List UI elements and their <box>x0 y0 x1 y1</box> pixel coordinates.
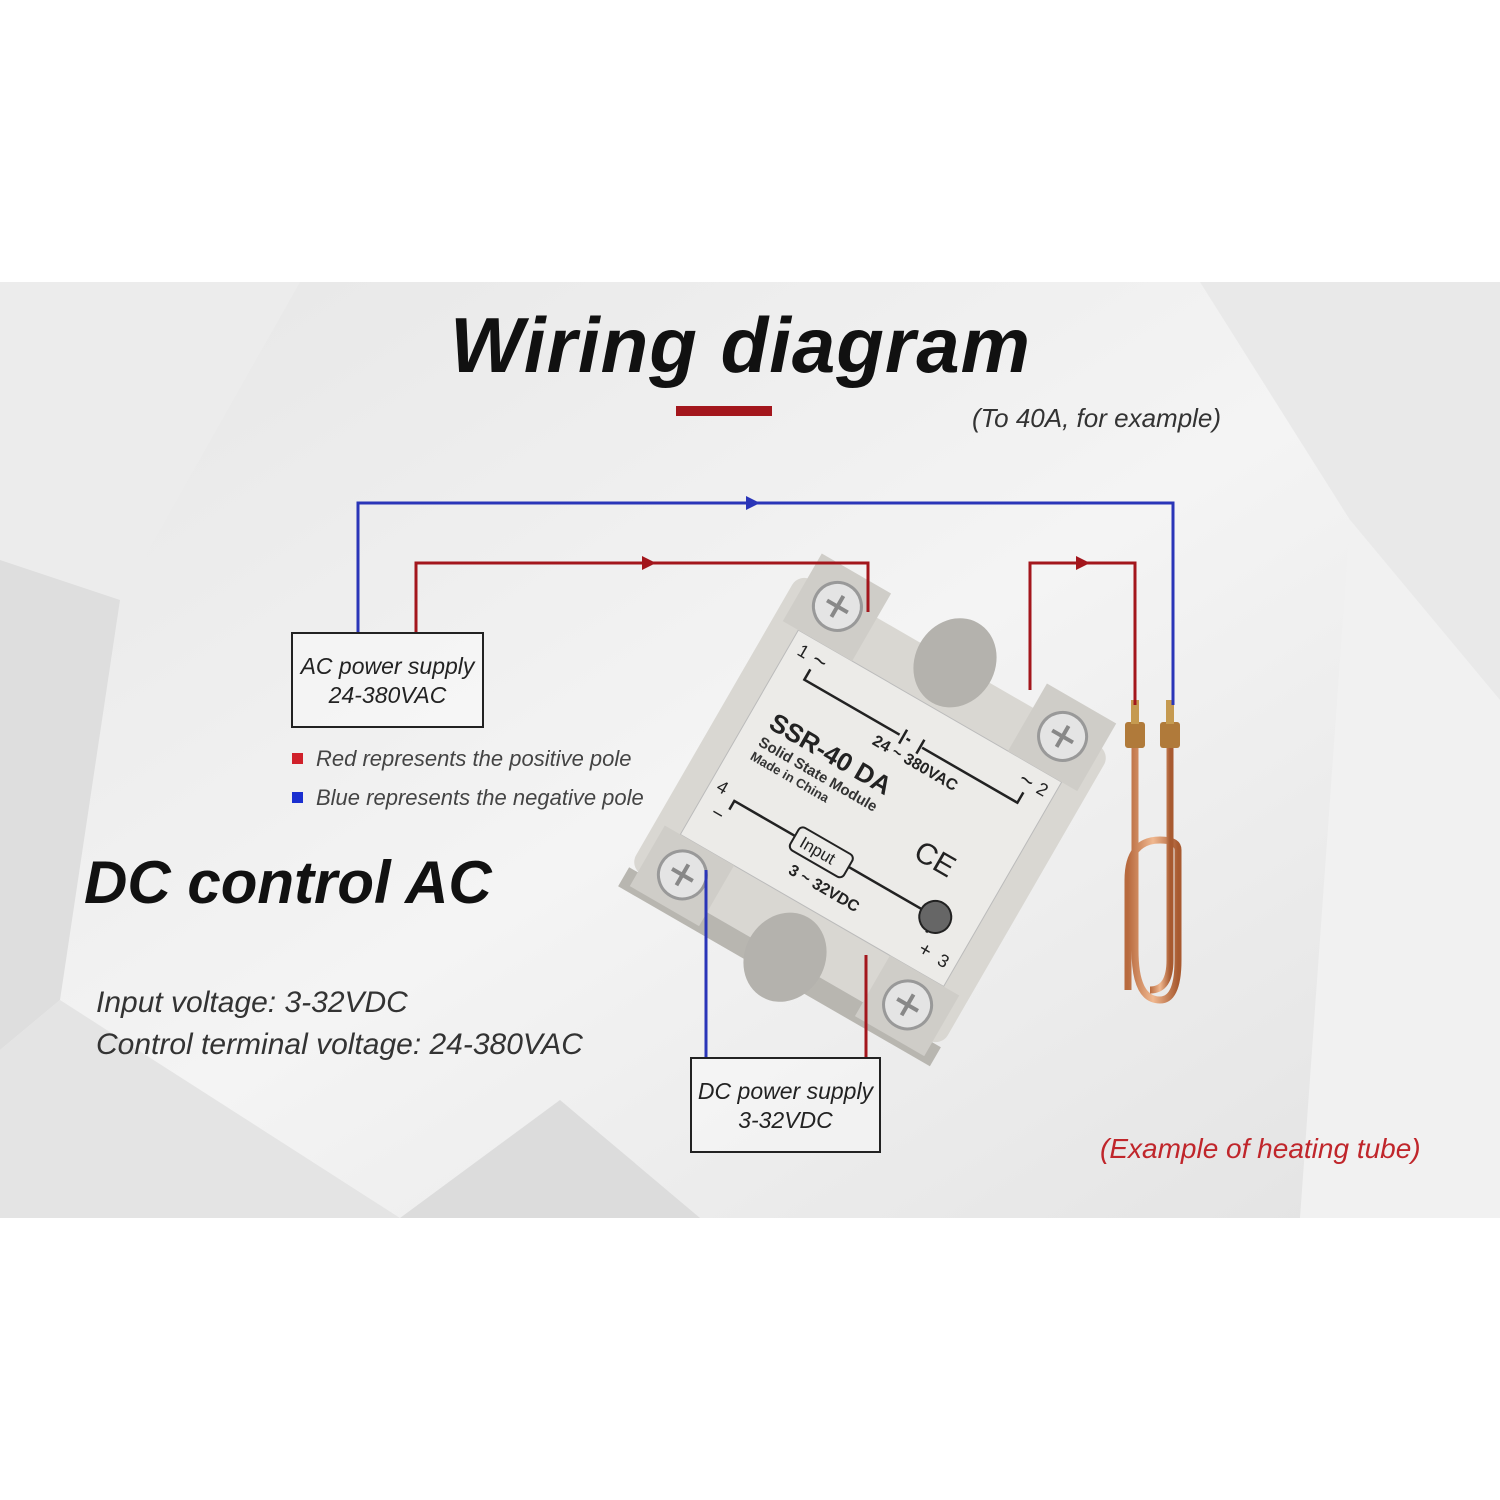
arrow-icon <box>642 556 656 570</box>
legend-blue-swatch <box>292 792 303 803</box>
subtitle: (To 40A, for example) <box>972 403 1222 433</box>
legend-red-swatch <box>292 753 303 764</box>
arrow-icon <box>1076 556 1090 570</box>
ac-power-supply-box: AC power supply 24-380VAC <box>291 632 484 728</box>
faceted-background <box>0 282 1500 1218</box>
led-indicator <box>918 899 953 934</box>
ac-supply-voltage: 24-380VAC <box>328 682 447 708</box>
legend-negative: Blue represents the negative pole <box>316 785 644 810</box>
page-title: Wiring diagram <box>450 301 1032 389</box>
dc-supply-voltage: 3-32VDC <box>738 1107 833 1133</box>
heating-tube <box>1124 700 1182 1004</box>
dc-control-ac-heading: DC control AC <box>84 849 492 916</box>
ssr-relay: 1 ~ 24 ~ 380VAC ~ 2 SSR-40 DA Solid Stat… <box>618 553 1117 1067</box>
title-underline <box>676 406 772 416</box>
input-voltage-spec: Input voltage: 3-32VDC <box>96 986 408 1019</box>
screw-terminal <box>1037 710 1089 762</box>
legend-positive: Red represents the positive pole <box>316 746 632 771</box>
dc-power-supply-box: DC power supply 3-32VDC <box>690 1057 881 1153</box>
arrow-icon <box>746 496 760 510</box>
heating-tube-caption: (Example of heating tube) <box>1100 1133 1421 1164</box>
ac-supply-label: AC power supply <box>300 653 475 679</box>
screw-terminal <box>811 580 863 632</box>
screw-terminal <box>656 849 708 901</box>
screw-terminal <box>882 979 934 1031</box>
control-voltage-spec: Control terminal voltage: 24-380VAC <box>96 1028 583 1061</box>
ac-negative-wire <box>356 501 1175 705</box>
dc-supply-label: DC power supply <box>697 1078 874 1104</box>
